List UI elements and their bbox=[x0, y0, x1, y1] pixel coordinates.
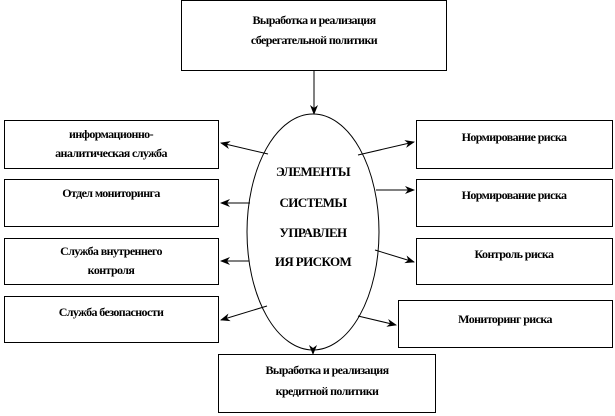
right-box-2-line1: Нормирование риска bbox=[462, 188, 567, 202]
left-box-security: Служба безопасности bbox=[4, 296, 219, 343]
arrows bbox=[220, 140, 415, 355]
left-box-internal-control: Служба внутреннего контроля bbox=[4, 238, 219, 285]
top-box-line1: Выработка и реализация bbox=[253, 13, 377, 27]
center-ellipse: ЭЛЕМЕНТЫ СИСТЕМЫ УПРАВЛЕН ИЯ РИСКОМ bbox=[246, 113, 380, 351]
left-box-monitoring-dept: Отдел мониторинга bbox=[4, 179, 219, 227]
right-box-1-line1: Нормирование риска bbox=[462, 130, 567, 144]
right-box-normalization-2: Нормирование риска bbox=[416, 179, 613, 227]
center-line2: СИСТЕМЫ bbox=[279, 195, 347, 210]
right-box-risk-monitoring: Мониторинг риска bbox=[398, 300, 613, 348]
bottom-box-line2: кредитной политики bbox=[276, 384, 379, 398]
left-box-1-line1: информационно- bbox=[69, 127, 154, 141]
left-box-3-line1: Служба внутреннего bbox=[60, 244, 162, 258]
center-line4: ИЯ РИСКОМ bbox=[275, 254, 352, 269]
right-box-4-line1: Мониторинг риска bbox=[458, 312, 552, 326]
left-box-3-line2: контроля bbox=[88, 263, 136, 277]
center-line1: ЭЛЕМЕНТЫ bbox=[276, 164, 351, 179]
bottom-box: Выработка и реализация кредитной политик… bbox=[218, 354, 436, 413]
right-box-3-line1: Контроль риска bbox=[475, 247, 554, 261]
arrow-left-1 bbox=[220, 141, 269, 155]
arrow-left-4 bbox=[220, 305, 268, 322]
top-box-line2: сберегательной политики bbox=[251, 33, 378, 47]
left-box-info-analytics: информационно- аналитическая служба bbox=[4, 120, 219, 169]
bottom-box-line1: Выработка и реализация bbox=[266, 363, 390, 377]
right-box-risk-control: Контроль риска bbox=[416, 238, 613, 285]
right-box-normalization-1: Нормирование риска bbox=[416, 120, 613, 169]
arrow-right-3 bbox=[374, 249, 415, 264]
arrow-right-4 bbox=[357, 315, 397, 327]
left-box-4-line1: Служба безопасности bbox=[59, 305, 164, 319]
top-box: Выработка и реализация сберегательной по… bbox=[181, 0, 447, 71]
left-box-2-line1: Отдел мониторинга bbox=[62, 186, 160, 200]
center-line3: УПРАВЛЕН bbox=[279, 225, 347, 240]
arrow-right-1 bbox=[357, 140, 415, 156]
left-box-1-line2: аналитическая служба bbox=[55, 146, 167, 160]
